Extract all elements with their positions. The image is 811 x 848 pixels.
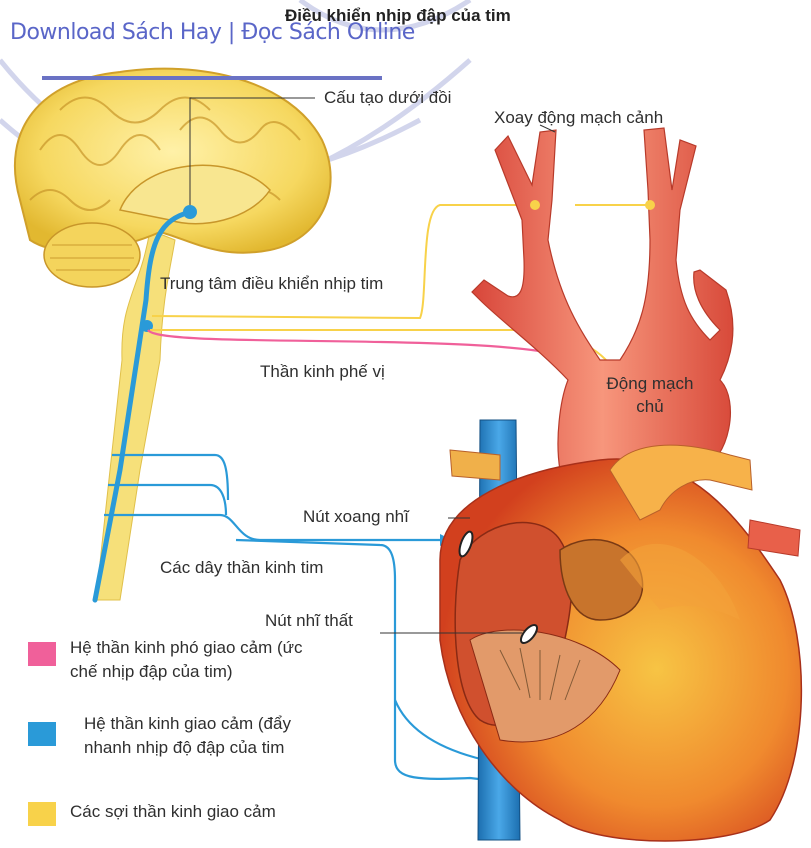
legend-swatch-yellow (28, 802, 56, 826)
legend-line: chế nhịp đập của tim) (70, 660, 303, 684)
label-cardiac-center: Trung tâm điều khiển nhịp tim (160, 274, 383, 294)
carotid-sinus-dot (645, 200, 655, 210)
label-cardiac-nerves: Các dây thần kinh tim (160, 558, 323, 578)
legend-item-sympathetic: Hệ thần kinh giao cảm (đẩy nhanh nhịp độ… (28, 712, 358, 768)
legend-line: nhanh nhịp độ đập của tim (84, 736, 291, 760)
aorta-and-carotids (472, 128, 733, 470)
legend-label: Các sợi thần kinh giao cảm (70, 800, 276, 824)
legend-label: Hệ thần kinh giao cảm (đẩy nhanh nhịp độ… (84, 712, 291, 760)
label-av-node: Nút nhĩ thất (265, 611, 353, 631)
legend-line: Hệ thần kinh giao cảm (đẩy (84, 712, 291, 736)
carotid-sinus-dot (530, 200, 540, 210)
hypothalamus-nucleus (183, 205, 197, 219)
label-hypothalamus: Cấu tạo dưới đồi (324, 88, 451, 108)
watermark-underline (42, 76, 382, 80)
label-sa-node: Nút xoang nhĩ (303, 507, 409, 527)
legend-line: Các sợi thần kinh giao cảm (70, 800, 276, 824)
legend-swatch-blue (28, 722, 56, 746)
label-vagus-nerve: Thần kinh phế vị (260, 362, 385, 382)
legend-item-sensory: Các sợi thần kinh giao cảm (28, 800, 358, 830)
label-carotid-sinus: Xoay động mạch cảnh (494, 108, 663, 128)
legend-item-parasympathetic: Hệ thần kinh phó giao cảm (ức chế nhịp đ… (28, 636, 358, 692)
legend-line: Hệ thần kinh phó giao cảm (ức (70, 636, 303, 660)
diagram-title: Điều khiển nhịp đập của tim (285, 6, 511, 26)
legend-label: Hệ thần kinh phó giao cảm (ức chế nhịp đ… (70, 636, 303, 684)
label-aorta: Động mạch chủ (600, 372, 700, 418)
legend-swatch-pink (28, 642, 56, 666)
